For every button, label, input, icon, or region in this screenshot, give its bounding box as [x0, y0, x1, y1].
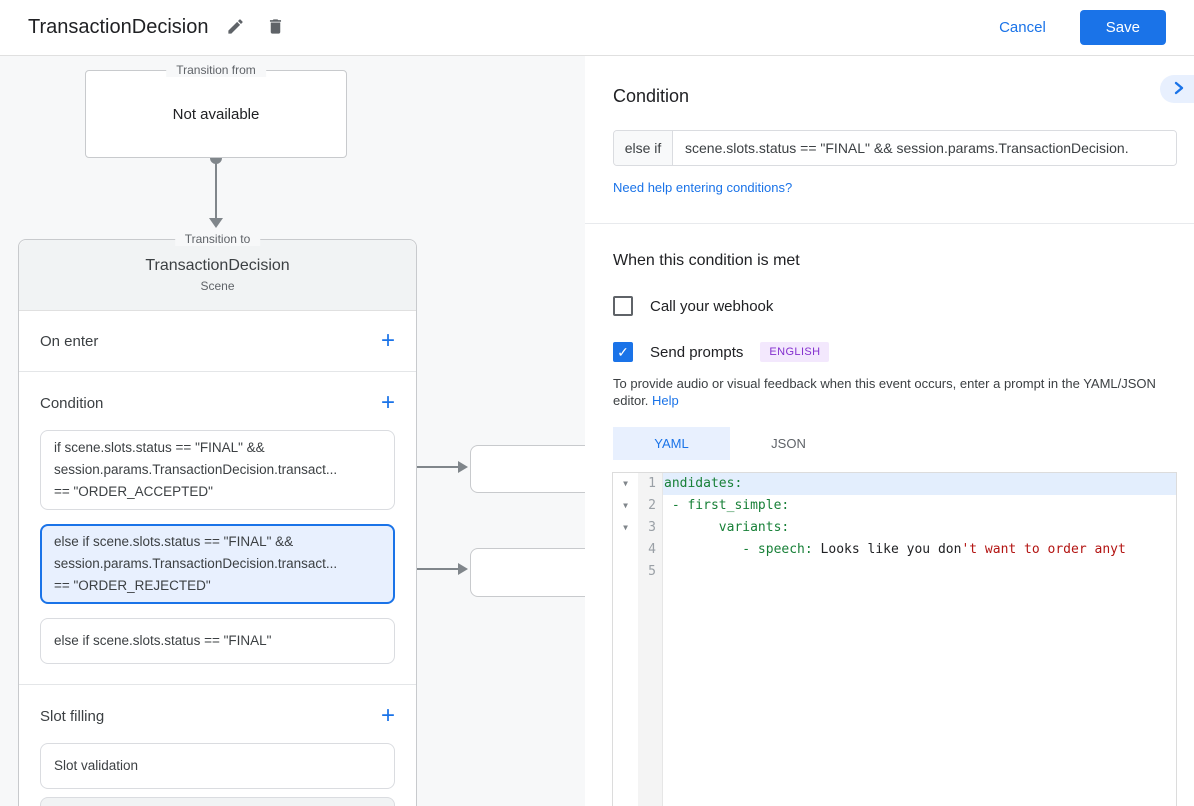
transition-target-box[interactable] [470, 445, 585, 493]
line-number: 4 [648, 542, 656, 557]
else-if-label: else if [614, 131, 673, 165]
condition-card[interactable]: else if scene.slots.status == "FINAL" [40, 618, 395, 664]
fold-spacer [613, 539, 638, 561]
transition-target-box[interactable] [470, 548, 585, 597]
add-on-enter-button[interactable]: + [381, 329, 395, 353]
transition-from-value: Not available [172, 105, 260, 123]
scene-card: Transition to TransactionDecision Scene … [18, 232, 417, 806]
condition-help-link[interactable]: Need help entering conditions? [613, 180, 793, 195]
add-condition-button[interactable]: + [381, 391, 395, 415]
condition-expression-input[interactable] [673, 131, 1176, 165]
transition-to-legend: Transition to [174, 232, 261, 246]
scene-card-header: TransactionDecision Scene [19, 240, 416, 311]
send-prompts-row: ✓ Send prompts ENGLISH [613, 342, 1177, 362]
plus-icon: + [380, 389, 395, 416]
help-link[interactable]: Help [652, 393, 679, 408]
condition-card[interactable]: if scene.slots.status == "FINAL" &&sessi… [40, 430, 395, 510]
cancel-button[interactable]: Cancel [999, 19, 1046, 36]
tab-yaml[interactable]: YAML [613, 427, 730, 460]
delete-scene-button[interactable] [262, 15, 288, 41]
scene-name: TransactionDecision [145, 257, 290, 274]
condition-card[interactable]: else if scene.slots.status == "FINAL" &&… [40, 524, 395, 604]
topbar: TransactionDecision Cancel Save [0, 0, 1194, 56]
prompt-helper-text: To provide audio or visual feedback when… [613, 375, 1169, 409]
code-line[interactable]: variants: [664, 520, 790, 535]
slot-filling-label: Slot filling [40, 707, 105, 725]
condition-section: Condition + if scene.slots.status == "FI… [19, 372, 416, 685]
save-button[interactable]: Save [1079, 10, 1166, 45]
prompt-helper-body: To provide audio or visual feedback when… [613, 376, 1156, 408]
yaml-editor[interactable]: ▼ ▼ ▼ 1 2 3 4 5 andidates: - first_simple: var… [612, 472, 1177, 806]
transition-from-legend: Transition from [166, 63, 266, 77]
panel-divider [585, 223, 1194, 224]
pencil-icon [226, 17, 245, 39]
plus-icon: + [380, 702, 395, 729]
panel-title: Condition [613, 86, 690, 106]
call-webhook-checkbox[interactable] [613, 296, 633, 316]
slot-card[interactable]: Slot validation [40, 743, 395, 789]
line-number: 1 [648, 476, 656, 491]
call-webhook-label: Call your webhook [650, 297, 774, 315]
line-number: 5 [648, 564, 656, 579]
send-prompts-label: Send prompts [650, 343, 744, 361]
scene-flow-canvas: Transition from Not available Transition… [0, 56, 585, 806]
send-prompts-checkbox[interactable]: ✓ [613, 342, 633, 362]
fold-spacer [613, 561, 638, 583]
scene-type-label: Scene [200, 279, 235, 293]
page-title: TransactionDecision [28, 16, 209, 38]
condition-details-panel: Condition else if Need help entering con… [585, 56, 1194, 806]
code-line[interactable]: andidates: [663, 473, 1176, 495]
check-icon: ✓ [617, 343, 629, 360]
fold-toggle-icon[interactable]: ▼ [623, 523, 628, 532]
condition-expression-row: else if [613, 130, 1177, 166]
editor-code-area[interactable]: andidates: - first_simple: variants: - s… [663, 473, 1176, 806]
next-card-partial [40, 797, 395, 806]
line-number: 3 [648, 520, 656, 535]
on-enter-label: On enter [40, 332, 99, 350]
editor-fold-column: ▼ ▼ ▼ [613, 473, 638, 806]
fold-toggle-icon[interactable]: ▼ [623, 501, 628, 510]
tab-json[interactable]: JSON [730, 427, 847, 460]
add-slot-button[interactable]: + [381, 704, 395, 728]
transition-from-box: Transition from Not available [85, 63, 347, 158]
line-number: 2 [648, 498, 656, 513]
plus-icon: + [380, 327, 395, 354]
chevron-right-icon [1174, 81, 1184, 98]
edit-scene-name-button[interactable] [222, 15, 248, 41]
collapse-panel-button[interactable] [1160, 75, 1194, 103]
language-badge: ENGLISH [760, 342, 830, 362]
webhook-row: Call your webhook [613, 296, 1177, 316]
slot-card-list: Slot validation [40, 743, 395, 789]
trash-icon [266, 17, 285, 39]
when-condition-met-title: When this condition is met [613, 252, 800, 269]
on-enter-section: On enter + [19, 311, 416, 372]
condition-section-label: Condition [40, 394, 104, 412]
slot-filling-section: Slot filling + Slot validation [19, 685, 416, 806]
editor-line-numbers: 1 2 3 4 5 [638, 473, 663, 806]
fold-toggle-icon[interactable]: ▼ [623, 479, 628, 488]
condition-card-list: if scene.slots.status == "FINAL" &&sessi… [40, 430, 395, 664]
code-line[interactable]: - speech: Looks like you don't want to o… [664, 542, 1126, 557]
code-line[interactable] [663, 561, 1176, 583]
code-line[interactable]: - first_simple: [664, 498, 790, 513]
